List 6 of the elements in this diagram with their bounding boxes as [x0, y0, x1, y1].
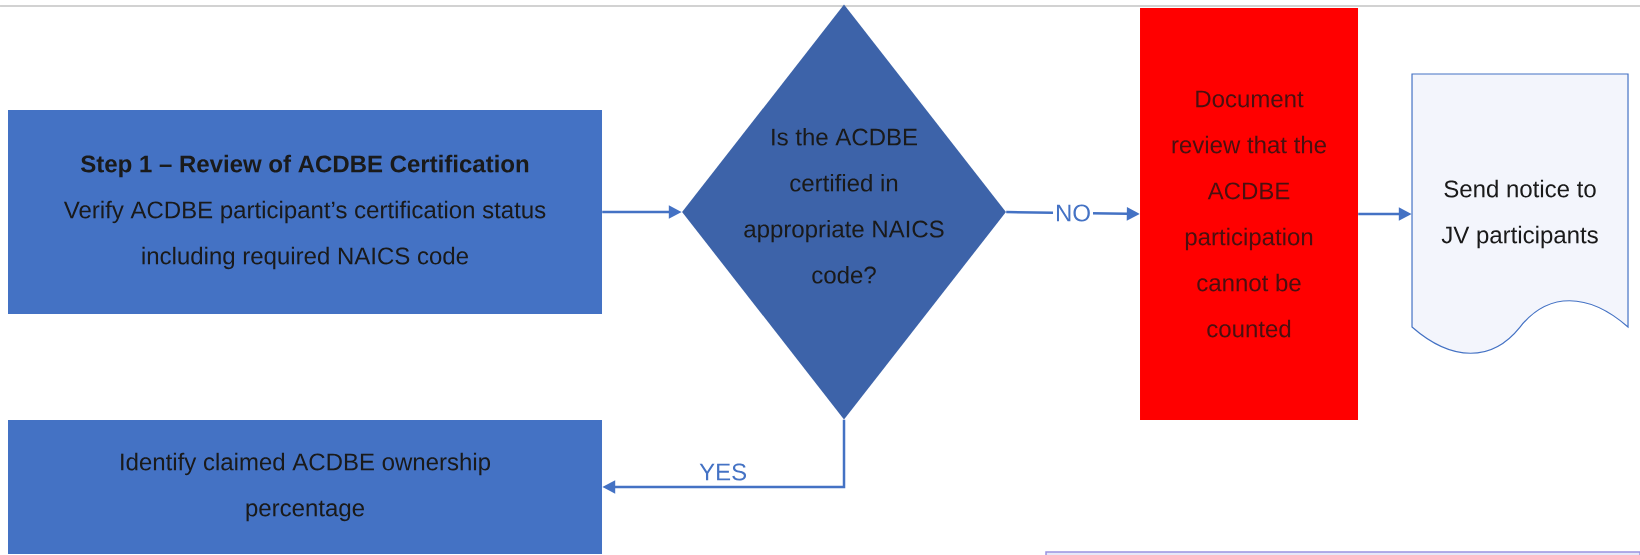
- edge-label: NO: [1053, 202, 1093, 224]
- process-box: Identify claimed ACDBE ownership percentage: [8, 420, 602, 554]
- process-box: [1045, 551, 1640, 555]
- process-box: Document review that the ACDBE participation cannot be counted: [1140, 8, 1358, 420]
- process-box: Step 1 – Review of ACDBE Certification Verify ACDBE participant’s certification status including required NAICS code: [8, 110, 602, 314]
- edge-label: YES: [699, 463, 746, 481]
